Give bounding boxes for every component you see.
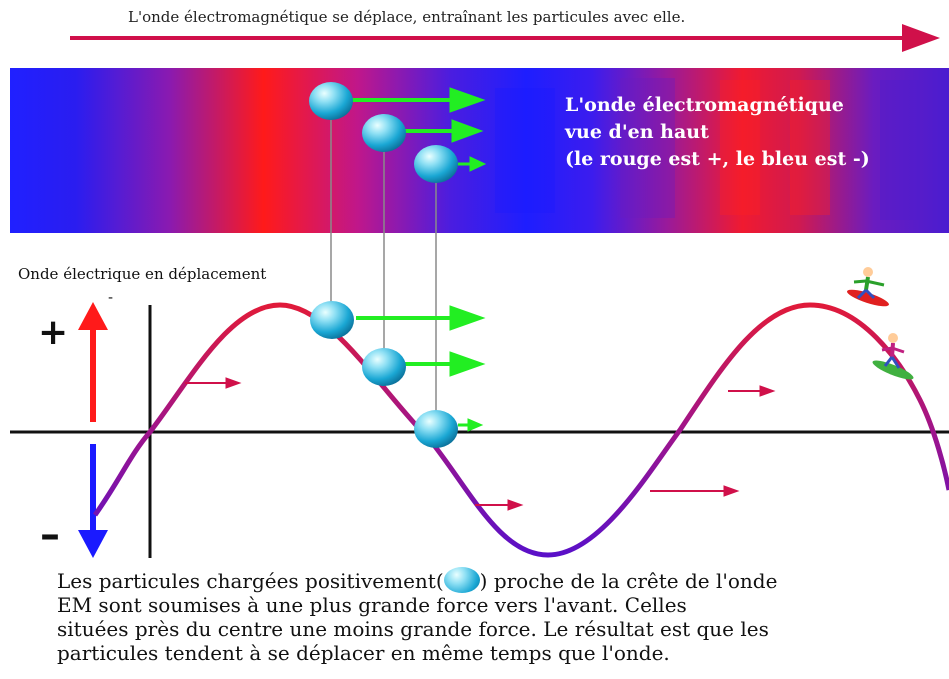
surfer-icon (872, 333, 914, 380)
caption-line3: situées près du centre une moins grande … (57, 617, 769, 641)
particle-icon (362, 114, 406, 152)
band-title-line1: L'onde électromagnétique (565, 94, 844, 116)
surfer-icon (847, 267, 889, 307)
band-particles (309, 82, 458, 183)
band-title-line2: vue d'en haut (565, 121, 709, 143)
wave-force-arrows (356, 305, 486, 432)
particle-icon (310, 301, 354, 339)
small-tick-label: - (108, 290, 114, 306)
motion-arrows (185, 377, 776, 511)
minus-sign: – (40, 512, 60, 558)
plus-sign: + (38, 312, 69, 353)
particle-icon (414, 145, 458, 183)
particle-icon (414, 410, 458, 448)
caption-part2: ) proche de la crête de l'onde (479, 569, 778, 593)
band-title: L'onde électromagnétique vue d'en haut (… (565, 92, 870, 173)
caption: Les particules chargées positivement( ) p… (57, 567, 777, 665)
electric-wave (92, 302, 949, 558)
particle-icon (309, 82, 353, 120)
connector-lines (330, 100, 437, 426)
band-stripes (495, 78, 920, 220)
caption-line1: Les particules chargées positivement( ) p… (57, 567, 777, 593)
top-caption: L'onde électromagnétique se déplace, ent… (128, 8, 686, 26)
polarity-arrows (78, 302, 108, 558)
band-title-line3: (le rouge est +, le bleu est -) (565, 148, 870, 170)
band-force-arrows (352, 87, 487, 172)
particle-icon (362, 348, 406, 386)
wave-label: Onde électrique en déplacement (18, 265, 267, 283)
wave-particles (310, 301, 458, 448)
caption-part1: Les particules chargées positivement( (57, 569, 444, 593)
caption-line4: particules tendent à se déplacer en même… (57, 641, 670, 665)
particle-icon (443, 567, 480, 593)
top-direction-arrow (70, 24, 940, 52)
caption-line2: EM sont soumises à une plus grande force… (57, 593, 687, 617)
em-wave-band (10, 68, 949, 233)
